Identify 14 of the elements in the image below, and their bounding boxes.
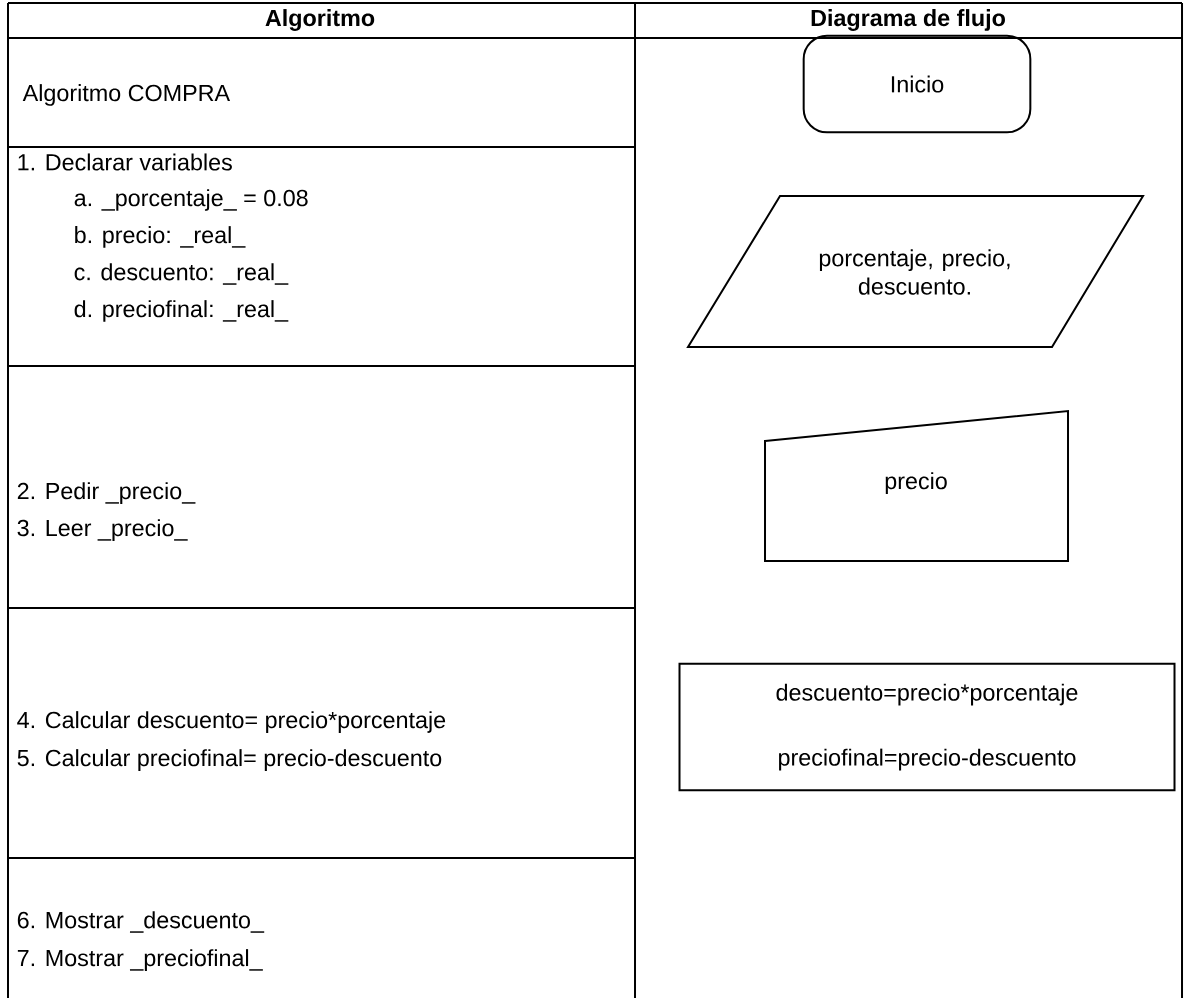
list-item: d. preciofinal: _real_ <box>74 300 289 322</box>
list-item: 5. Calcular preciofinal= precio-descuento <box>17 749 442 771</box>
list-item: 1. Declarar variables <box>18 153 232 171</box>
list-item: a. _porcentaje_ = 0.08 <box>74 189 308 211</box>
list-item: 4. Calcular descuento= precio*porcentaje <box>17 711 446 733</box>
list-item: 3. Leer _precio_ <box>17 519 188 541</box>
list-item: 2. Pedir _precio_ <box>17 482 196 504</box>
algorithm-title: Algoritmo COMPRA <box>22 84 231 106</box>
list-item: c. descuento: _real_ <box>74 263 289 285</box>
list-item: 7. Mostrar _preciofinal_ <box>17 949 263 971</box>
column-header: Algoritmo <box>265 9 375 31</box>
list-item: 6. Mostrar _descuento_ <box>17 911 265 933</box>
process-box: descuento=precio*porcentaje preciofinal=precio-descuento <box>678 662 1176 792</box>
list-item: b. precio: _real_ <box>75 226 246 248</box>
